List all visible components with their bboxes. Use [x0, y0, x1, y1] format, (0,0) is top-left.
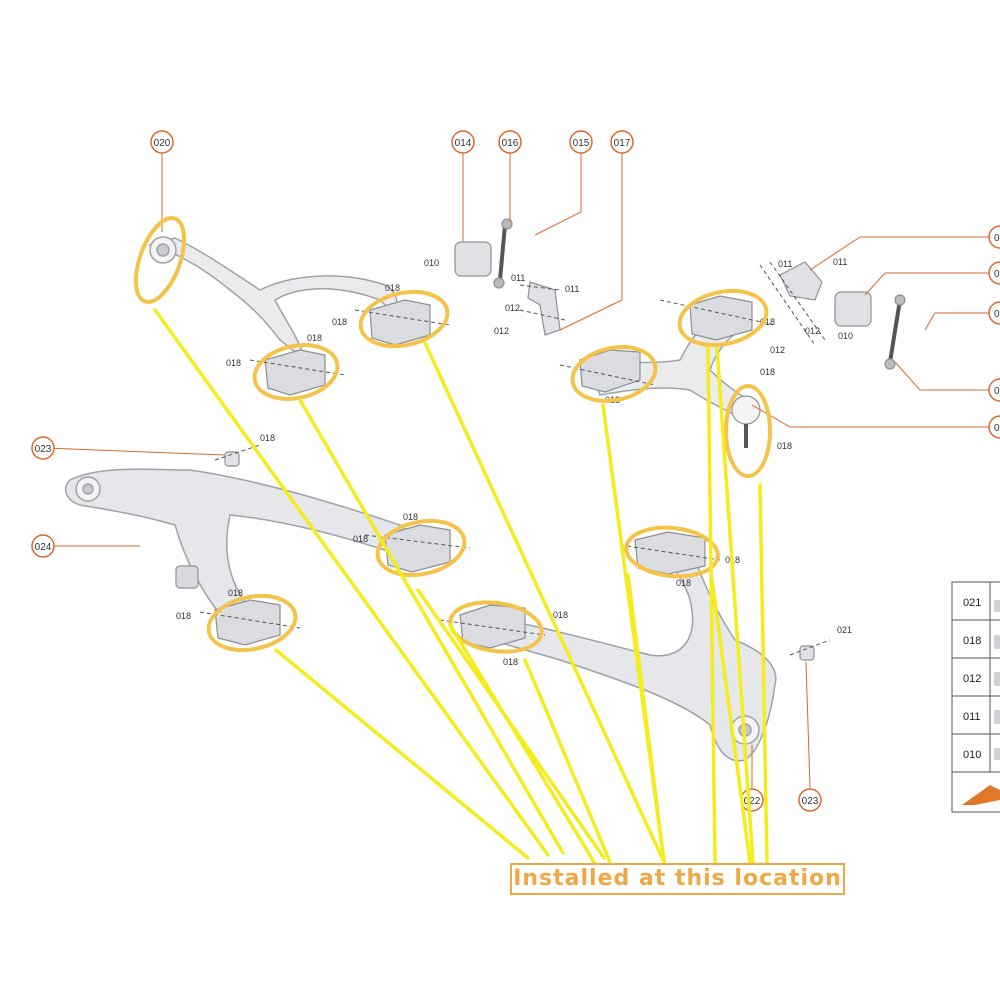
callout-leaders: [44, 152, 990, 789]
callout-020: [150, 130, 174, 154]
label-011: 011: [511, 273, 525, 283]
label-018: 018: [760, 317, 775, 327]
label-011: 011: [833, 257, 847, 267]
label-018: 018: [385, 283, 400, 293]
highlight-bushing: [358, 289, 450, 349]
label-018: 018: [403, 512, 418, 522]
callout-right-1-text: 01: [994, 233, 1000, 244]
label-018: 018: [676, 578, 691, 588]
callout-circles: [31, 130, 1000, 812]
nut-021: [799, 645, 815, 661]
callout-015: [569, 130, 593, 154]
callout-right-5: [988, 415, 1000, 439]
label-018: 018: [226, 358, 241, 368]
highlight-bushing: [624, 525, 720, 579]
callout-024-text: 024: [35, 542, 52, 553]
pointer-lines: [153, 308, 769, 864]
legend-thumb: [994, 748, 1000, 760]
label-021: 021: [837, 625, 852, 635]
callout-right-4: [988, 378, 1000, 402]
installed-location-banner: Installed at this location: [510, 863, 845, 895]
callout-right-1: [988, 225, 1000, 249]
callout-right-4-text: 01: [994, 386, 1000, 397]
callout-017: [610, 130, 634, 154]
highlight-bushing: [252, 343, 340, 401]
label-012: 012: [494, 326, 509, 336]
bushings: [214, 295, 753, 649]
highlight-bushing: [448, 600, 544, 654]
highlight-balljoint-right: [724, 384, 772, 478]
highlight-balljoint-020: [133, 216, 187, 304]
label-018: 018: [777, 441, 792, 451]
highlight-bushing: [570, 345, 658, 403]
label-018: 018: [553, 610, 568, 620]
legend-table: 021 018 012 011 010: [951, 581, 1000, 813]
label-018: 018: [307, 333, 322, 343]
callout-023-left: [31, 436, 55, 460]
callout-023-right: [798, 788, 822, 812]
legend-thumb: [994, 635, 1000, 649]
callout-023-right-text: 023: [802, 796, 819, 807]
callout-017-text: 017: [614, 138, 631, 149]
label-011: 011: [565, 284, 579, 294]
highlight-bushing: [677, 288, 769, 348]
highlight-bushing: [375, 518, 467, 578]
label-018: 018: [260, 433, 275, 443]
callout-right-5-text: 02: [994, 423, 1000, 434]
legend-row-010: 010: [963, 749, 981, 761]
callout-014-text: 014: [455, 138, 472, 149]
legend-row-021: 021: [963, 597, 981, 609]
label-018: 018: [228, 588, 243, 598]
upper-left-control-arm: [147, 236, 398, 362]
highlight-bushing: [206, 593, 298, 653]
legend-row-011: 011: [963, 711, 981, 723]
callout-right-3-text: 01: [994, 309, 1000, 320]
callout-023-left-text: 023: [35, 444, 52, 455]
callout-right-2-text: 01: [994, 269, 1000, 280]
callout-014: [451, 130, 475, 154]
callout-numbers: 020 014 016 015 017 023 024 022 023 01 0…: [35, 138, 1000, 807]
legend-thumb: [994, 672, 1000, 686]
part-labels: 018 018 018 018 018 018 018 018 018 018 …: [176, 257, 853, 667]
legend-thumb: [994, 710, 1000, 724]
highlight-ellipses: [133, 216, 772, 654]
label-011: 011: [778, 259, 792, 269]
bushing-014: [454, 241, 492, 277]
legend-thumb: [994, 600, 1000, 612]
label-018: 018: [760, 367, 775, 377]
label-010: 010: [424, 258, 439, 268]
label-018: 018: [353, 534, 368, 544]
label-012: 012: [770, 345, 785, 355]
callout-016-text: 016: [502, 138, 519, 149]
legend-row-018: 018: [963, 635, 981, 647]
label-012: 012: [805, 326, 820, 336]
callout-016: [498, 130, 522, 154]
lower-left-control-arm: [64, 468, 422, 626]
bushing-right: [834, 291, 872, 327]
label-010: 010: [838, 331, 853, 341]
label-012: 012: [505, 303, 520, 313]
callout-020-text: 020: [154, 138, 171, 149]
lower-right-control-arm: [469, 544, 777, 762]
bracket-017: [527, 281, 561, 336]
arrow-icon: [962, 785, 1000, 805]
callout-right-2: [988, 261, 1000, 285]
callout-right-3: [988, 301, 1000, 325]
label-018: 018: [332, 317, 347, 327]
callout-015-text: 015: [573, 138, 590, 149]
callout-024: [31, 534, 55, 558]
label-018: 018: [503, 657, 518, 667]
label-018: 018: [176, 611, 191, 621]
legend-row-012: 012: [963, 673, 981, 685]
callout-022-text: 022: [744, 796, 761, 807]
